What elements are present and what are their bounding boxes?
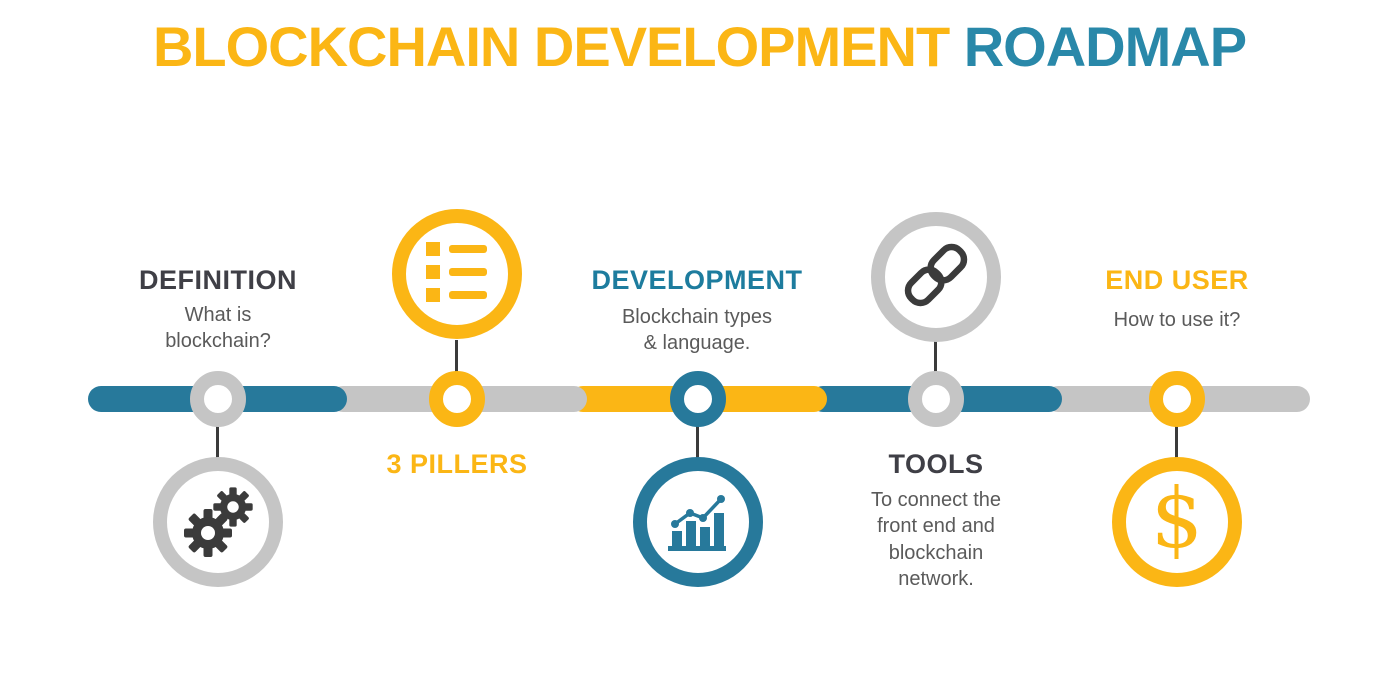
title-part-yellow: BLOCKCHAIN DEVELOPMENT xyxy=(152,15,950,78)
timeline-node-end-user xyxy=(1149,371,1205,427)
development-description: Blockchain types & language. xyxy=(621,306,773,355)
pillers-label: 3 PILLERS xyxy=(386,449,528,479)
development-label: DEVELOPMENT xyxy=(591,265,803,295)
timeline-node-development xyxy=(670,371,726,427)
connector-tools xyxy=(934,340,937,373)
chain-link-icon xyxy=(898,237,974,318)
pillers-circle xyxy=(392,209,522,339)
timeline-node-pillers xyxy=(429,371,485,427)
definition-description: What is blockchain? xyxy=(165,304,271,353)
definition-label: DEFINITION xyxy=(139,265,297,295)
end-user-label: END USER xyxy=(1105,265,1249,295)
connector-development xyxy=(696,424,699,459)
dollar-icon: $ xyxy=(1150,472,1204,567)
bar-chart-icon xyxy=(663,485,733,560)
end-user-circle: $ xyxy=(1112,457,1242,587)
tools-circle xyxy=(871,212,1001,342)
tools-description: To connect the front end and blockchain … xyxy=(870,489,1002,591)
page-title: BLOCKCHAIN DEVELOPMENT ROADMAP xyxy=(0,14,1399,79)
definition-circle xyxy=(153,457,283,587)
gears-icon xyxy=(178,480,258,565)
connector-definition xyxy=(216,424,219,459)
development-circle xyxy=(633,457,763,587)
end-user-description: How to use it? xyxy=(1113,309,1241,331)
timeline-node-definition xyxy=(190,371,246,427)
tools-label: TOOLS xyxy=(888,449,984,479)
title-part-teal: ROADMAP xyxy=(963,15,1247,78)
bullet-list-icon xyxy=(426,240,488,309)
connector-pillers xyxy=(455,340,458,373)
timeline-node-tools xyxy=(908,371,964,427)
connector-end-user xyxy=(1175,424,1178,459)
